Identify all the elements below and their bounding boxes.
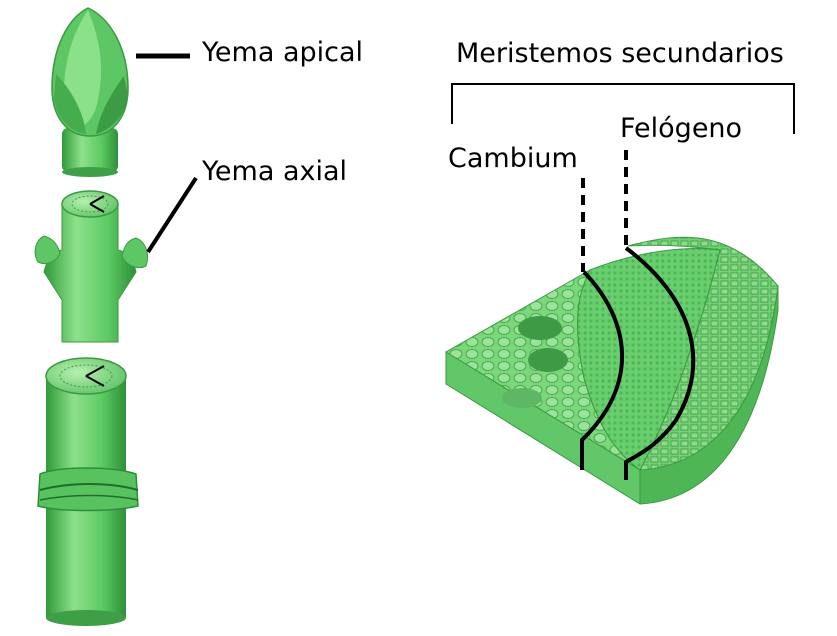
apical-stem xyxy=(62,128,118,172)
cambium-label: Cambium xyxy=(448,143,578,174)
axillary-bud-illustration xyxy=(34,176,198,343)
apical-bud-illustration xyxy=(51,7,190,177)
apical-bud-label: Yema apical xyxy=(202,37,364,68)
title-bracket xyxy=(451,83,795,134)
node-collar xyxy=(37,467,139,512)
axillary-bud-label: Yema axial xyxy=(202,156,348,187)
node-collar-line-2 xyxy=(39,494,139,501)
diagram-title: Meristemos secundarios xyxy=(456,38,784,69)
axillary-bud-leader-line xyxy=(146,176,198,254)
apical-bud-leaf-right xyxy=(96,76,128,134)
axillary-top-wedge xyxy=(89,195,105,213)
node-top-wedge xyxy=(85,365,105,387)
apical-stem-base xyxy=(62,167,118,177)
phellogen-line xyxy=(624,246,696,480)
wedge-ray-1 xyxy=(518,316,562,340)
node-collar-line-1 xyxy=(39,483,139,491)
cambium-line xyxy=(580,270,625,470)
axillary-bud-right xyxy=(121,237,149,269)
axillary-stem xyxy=(43,203,137,343)
node-stem-illustration xyxy=(37,357,139,626)
axillary-bud-left xyxy=(34,235,61,265)
node-stem-rings xyxy=(59,364,113,388)
wedge-ray-3 xyxy=(502,388,542,408)
axillary-stem-rings xyxy=(71,195,109,213)
node-stem-base xyxy=(46,610,126,626)
apical-bud-leaf-left xyxy=(54,74,86,134)
wedge-ray-2 xyxy=(528,348,568,372)
wedge-cork-region xyxy=(627,236,779,471)
phellogen-label: Felógeno xyxy=(620,113,743,144)
wedge-illustration xyxy=(445,150,779,505)
